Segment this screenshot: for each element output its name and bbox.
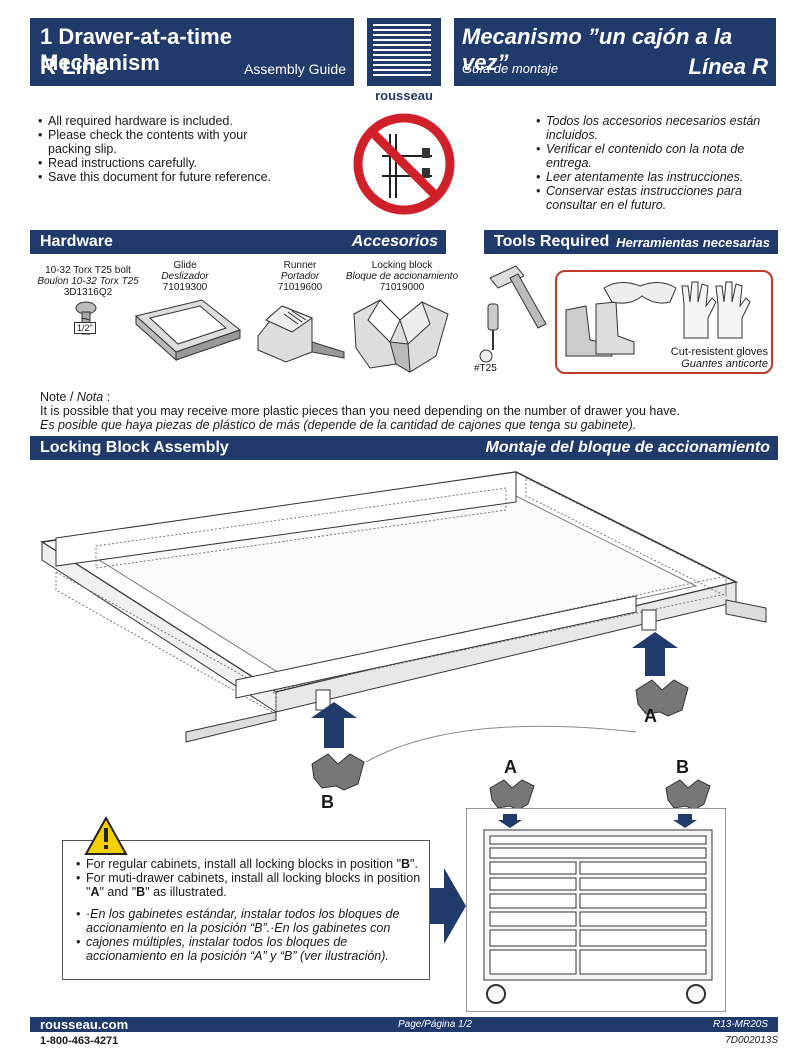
note-label: Note / xyxy=(40,390,77,404)
hw-runner-code: 71019600 xyxy=(277,282,323,293)
intro-item-es: Verificar el contenido con la nota de en… xyxy=(536,142,776,170)
intro-item-es: Leer atentamente las instrucciones. xyxy=(536,170,776,184)
no-multiple-drawers-icon xyxy=(353,113,455,215)
hw-runner-label: Runner Portador 71019600 xyxy=(260,260,340,293)
note-colon: : xyxy=(103,390,111,404)
note-text-en: It is possible that you may receive more… xyxy=(40,404,680,418)
warning-triangle-icon xyxy=(84,816,128,855)
rousseau-logo-icon: ® xyxy=(367,18,441,86)
locking-title: Locking Block Assembly xyxy=(40,439,229,456)
locking-section-header: Locking Block Assembly Montaje del bloqu… xyxy=(30,436,778,460)
hw-glide-name-es: Deslizador xyxy=(161,271,209,282)
hammer-icon xyxy=(489,265,547,329)
warning-box xyxy=(62,840,430,980)
footer-website-link[interactable]: rousseau.com xyxy=(40,1017,129,1032)
gloves-label-en: Cut-resistent gloves xyxy=(670,346,768,358)
title-es-line2: Línea R xyxy=(688,54,768,79)
ppe-box xyxy=(555,270,773,374)
hw-runner-name-es: Portador xyxy=(280,271,320,282)
note-text-es: Es posible que haya piezas de plástico d… xyxy=(40,418,637,432)
hw-bolt-name-es: Boulon 10-32 Torx T25 xyxy=(37,276,139,287)
header-left-banner: 1 Drawer-at-a-time Mechanism R Line Asse… xyxy=(30,18,354,86)
safety-glasses-icon xyxy=(603,282,677,304)
footer-ref: R13-MR20S xyxy=(712,1019,768,1030)
intro-item: Save this document for future reference. xyxy=(38,170,278,184)
locking-block-b-icon xyxy=(311,753,365,791)
tools-title: Tools Required xyxy=(494,233,610,250)
footer-phone: 1-800-463-4271 xyxy=(40,1035,119,1047)
hardware-title-es: Accesorios xyxy=(351,233,438,250)
intro-item-es: Conservar estas instrucciones para consu… xyxy=(536,184,776,212)
position-a-label: A xyxy=(644,706,657,726)
note-block: Note / Nota : It is possible that you ma… xyxy=(40,390,780,432)
intro-item: Please check the contents with your pack… xyxy=(38,128,278,156)
gloves-label-es: Guantes anticorte xyxy=(681,358,768,370)
glide-part-icon xyxy=(134,299,242,362)
warning-item-es: cajones múltiples, instalar todos los bl… xyxy=(76,935,426,963)
position-b-label: B xyxy=(321,792,334,812)
cabinet-position-a-label: A xyxy=(504,757,517,777)
warning-text: For regular cabinets, install all lockin… xyxy=(76,857,426,963)
hw-bolt-name: 10-32 Torx T25 bolt xyxy=(45,265,131,276)
hw-glide-name: Glide xyxy=(173,260,197,271)
right-arrow-icon xyxy=(430,868,466,944)
hw-bolt-code: 3D1316Q2 xyxy=(63,287,113,298)
registered-mark: ® xyxy=(436,19,441,26)
hw-bolt-label: 10-32 Torx T25 bolt Boulon 10-32 Torx T2… xyxy=(34,265,142,298)
title-es-line1: Mecanismo ”un cajón a la vez” xyxy=(462,24,733,75)
locking-block-a-icon xyxy=(635,679,689,717)
header-right-banner: Mecanismo ”un cajón a la vez” Guía de mo… xyxy=(454,18,776,86)
hw-locking-name: Locking block xyxy=(371,260,433,271)
drawer-frame-illustration xyxy=(39,471,767,762)
cabinet-position-b-label: B xyxy=(676,757,689,777)
subtitle-es: Guía de montaje xyxy=(462,61,559,76)
logo-wordmark: rousseau xyxy=(375,88,433,103)
warning-item-en: For muti-drawer cabinets, install all lo… xyxy=(76,871,426,899)
hw-locking-block-label: Locking block Bloque de accionamiento 71… xyxy=(338,260,466,293)
hardware-section-header: Hardware Accesorios xyxy=(30,230,446,254)
intro-list-es: Todos los accesorios necesarios están in… xyxy=(536,114,776,212)
warning-list-en: For regular cabinets, install all lockin… xyxy=(76,857,426,899)
title-en-line1: 1 Drawer-at-a-time Mechanism xyxy=(40,24,232,75)
cabinet-block-a-icon xyxy=(489,779,535,811)
hw-runner-name: Runner xyxy=(283,260,317,271)
tools-section-header: Tools Required Herramientas necesarias xyxy=(484,230,778,254)
screwdriver-icon xyxy=(479,303,499,363)
note-label-es: Nota xyxy=(76,390,104,404)
note-heading: Note / Nota : xyxy=(40,390,780,404)
cabinet-illustration xyxy=(466,808,726,1012)
title-en-line2: R Line xyxy=(40,54,108,79)
screwdriver-label: #T25 xyxy=(474,363,497,374)
hw-glide-code: 71019300 xyxy=(162,282,208,293)
footer-page-number: Page/Página 1/2 xyxy=(398,1019,472,1030)
intro-item-es: Todos los accesorios necesarios están in… xyxy=(536,114,776,142)
hw-locking-name-es: Bloque de accionamiento xyxy=(345,271,459,282)
footer-doc-number: 7D002013S xyxy=(725,1035,778,1046)
runner-part-icon xyxy=(257,305,345,363)
hardware-title: Hardware xyxy=(40,233,113,250)
hw-glide-label: Glide Deslizador 71019300 xyxy=(140,260,230,293)
cabinet-block-b-icon xyxy=(665,779,711,811)
locking-block-part-icon xyxy=(353,299,449,373)
safety-boots-icon xyxy=(565,301,635,357)
intro-item: Read instructions carefully. xyxy=(38,156,278,170)
intro-item: All required hardware is included. xyxy=(38,114,278,128)
gloves-icon xyxy=(681,281,751,339)
intro-list-en: All required hardware is included. Pleas… xyxy=(38,114,278,184)
warning-item-en: For regular cabinets, install all lockin… xyxy=(76,857,426,871)
tools-title-es: Herramientas necesarias xyxy=(616,235,770,250)
hw-locking-code: 71019000 xyxy=(379,282,425,293)
warning-list-es: ·En los gabinetes estándar, instalar tod… xyxy=(76,907,426,963)
gloves-label: Cut-resistent gloves Guantes anticorte xyxy=(656,346,768,370)
locking-title-es: Montaje del bloque de accionamiento xyxy=(485,439,770,456)
warning-item-es: ·En los gabinetes estándar, instalar tod… xyxy=(76,907,426,935)
bolt-size-label: 1/2" xyxy=(74,322,96,334)
footer-bar: rousseau.com Page/Página 1/2 R13-MR20S xyxy=(30,1017,778,1032)
subtitle-en: Assembly Guide xyxy=(244,61,346,77)
